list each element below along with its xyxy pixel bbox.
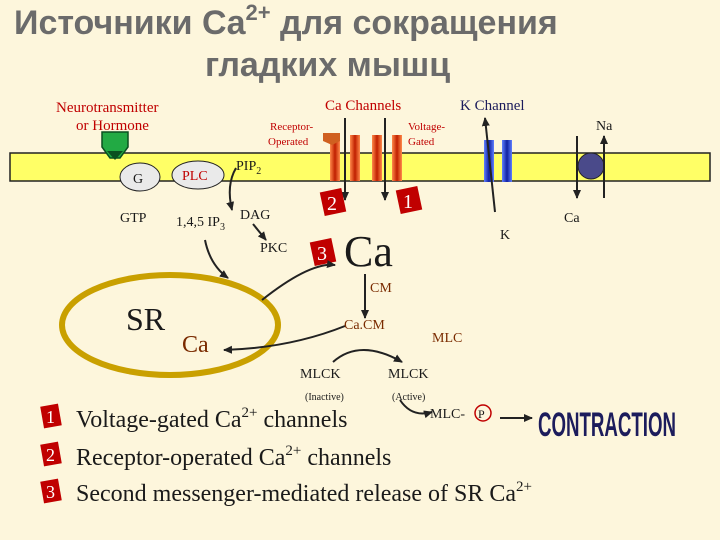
title-line-1: Источники Ca2+ для сокращения: [14, 0, 558, 42]
mlck-active-label: MLCK: [388, 367, 428, 382]
legend-item-2: 2 Receptor-operated Ca2+ channels: [40, 441, 391, 471]
cm-label: CM: [370, 281, 392, 296]
k-channel-right: [502, 140, 512, 182]
svg-text:Receptor-operated Ca2+ channel: Receptor-operated Ca2+ channels: [76, 443, 391, 471]
receptor-operated-ligand-icon: [323, 133, 340, 145]
arrow-ip3-sr: [204, 239, 229, 279]
arrow-sr-release: [261, 260, 336, 301]
sr-ca-label: Ca: [182, 332, 209, 358]
arrow-k-efflux: [481, 117, 496, 213]
arrow-ca-to-sr: [223, 325, 346, 354]
cytosolic-ca-label: Ca: [344, 227, 393, 276]
ligand-icon: [107, 151, 123, 160]
phosphate-circle: [474, 404, 492, 422]
receptor-operated-label-1: Receptor-: [270, 121, 313, 133]
phosphate-label: P: [478, 407, 485, 421]
na-ca-exchanger-icon: [577, 152, 605, 180]
svg-text:1: 1: [46, 407, 55, 427]
svg-text:2: 2: [327, 193, 337, 215]
svg-text:2: 2: [46, 445, 55, 465]
pkc-label: PKC: [260, 241, 287, 256]
mlck-inactive-label: MLCK: [300, 367, 340, 382]
dag-label: DAG: [240, 208, 270, 223]
legend-item-3: 3 Second messenger-mediated release of S…: [40, 478, 532, 507]
svg-text:3: 3: [46, 482, 55, 502]
voltage-gated-channel-right: [392, 135, 402, 181]
gtp-label: GTP: [120, 211, 147, 226]
pip2-label: PIP2: [236, 159, 261, 177]
g-protein-shape: [119, 162, 161, 192]
ca-out-label: Ca: [564, 211, 580, 226]
arrow-dag-pkc: [252, 223, 267, 241]
plc-label: PLC: [182, 169, 208, 184]
mlc-label: MLC: [432, 331, 462, 346]
na-label: Na: [596, 119, 613, 134]
g-protein-label: G: [133, 172, 143, 187]
plc-shape: [171, 160, 225, 190]
hormone-label: or Hormone: [76, 118, 149, 134]
badge-2: 2: [319, 187, 347, 217]
k-label: K: [500, 228, 510, 243]
svg-text:1: 1: [403, 191, 413, 213]
receptor-operated-channel-left: [330, 135, 340, 181]
ip3-label: 1,4,5 IP3: [176, 215, 225, 233]
voltage-gated-label-1: Voltage-: [408, 121, 445, 133]
contraction-label: CONTRACTION: [538, 406, 676, 444]
sr-ring: [59, 272, 281, 378]
arrow-mlc-phosphorylation: [399, 399, 433, 419]
arrow-mlck-activation: [332, 349, 403, 363]
arrow-pip2-dag: [226, 167, 237, 211]
badge-3: 3: [309, 237, 337, 267]
voltage-gated-label-2: Gated: [408, 136, 435, 148]
cacm-label: Ca.CM: [344, 318, 385, 333]
mlc-p-label: MLC-: [430, 407, 465, 422]
k-channel-label: K Channel: [460, 98, 525, 114]
svg-text:Second messenger-mediated rele: Second messenger-mediated release of SR …: [76, 479, 532, 507]
ca-channels-label: Ca Channels: [325, 98, 401, 114]
sr-label: SR: [126, 301, 166, 337]
legend-item-1: 1 Voltage-gated Ca2+ channels: [40, 403, 347, 433]
receptor-operated-channel-right: [350, 135, 360, 181]
receptor-operated-label-2: Operated: [268, 136, 309, 148]
title-line-2: гладких мышц: [205, 46, 450, 84]
svg-text:Voltage-gated Ca2+ channels: Voltage-gated Ca2+ channels: [76, 405, 347, 433]
badge-1: 1: [395, 185, 423, 215]
voltage-gated-channel-left: [372, 135, 382, 181]
inactive-label: (Inactive): [305, 392, 344, 403]
neurotransmitter-label: Neurotransmitter: [56, 100, 158, 116]
svg-text:3: 3: [317, 243, 327, 265]
active-label: (Active): [392, 392, 425, 403]
